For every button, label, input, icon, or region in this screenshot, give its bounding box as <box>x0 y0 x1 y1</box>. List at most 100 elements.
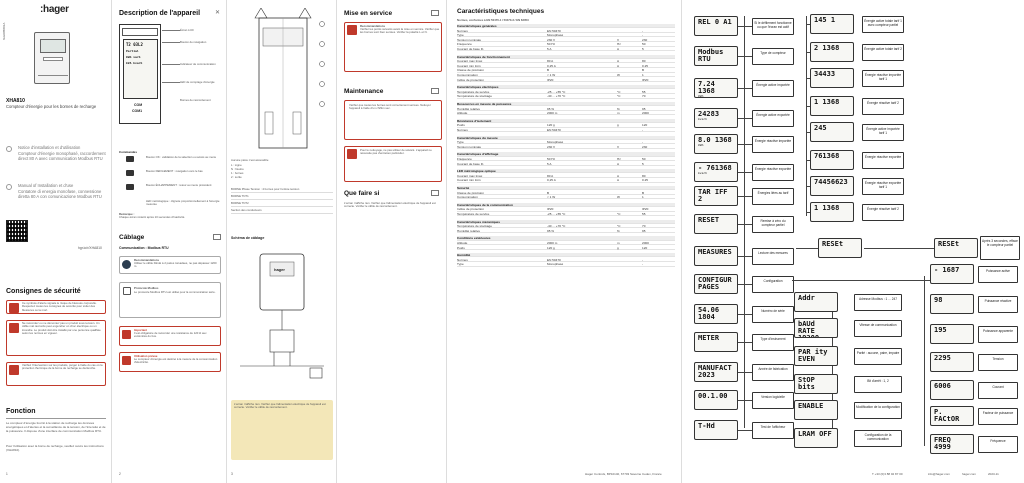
lcd-screen-tariff: 74456623 <box>810 176 854 196</box>
specs-section-header: Caractéristiques mécaniques <box>457 219 675 224</box>
nav-back-text: Bouton ÉCHAPPEMENT : retour au menu préc… <box>146 183 212 187</box>
specs-cell: Hz <box>617 42 621 47</box>
service-warn-box: Recommandations Vérifier les points suiv… <box>344 22 442 72</box>
terminal-row: BORNE TNT1 <box>231 193 333 200</box>
specs-cell: Classe de précision <box>457 190 484 195</box>
terminal-table: BORNE Phase Tension : 4 bornes pour l'en… <box>231 186 333 214</box>
specs-cell: 0.25 <box>642 63 649 68</box>
specs-cell: Tension nominale <box>457 144 482 149</box>
specs-cell: Normes <box>457 128 468 132</box>
lcd-screen-main: MANUFACT 2023 <box>694 362 738 382</box>
lcd-measure: 6006 <box>930 380 974 400</box>
legend-item-4: 2 : sortie <box>231 175 242 179</box>
important-box: Important Il est obligatoire de raccorde… <box>119 326 221 346</box>
specs-cell: 2000 <box>642 111 649 116</box>
lcd-screen-main: T-Hd <box>694 420 738 440</box>
function-link: Pour l'utilisation avec la borne de rech… <box>6 444 104 452</box>
lcd-config: StOP bits <box>794 374 838 394</box>
remark-label: Remarque : <box>119 212 135 216</box>
specs-section-header: Caractéristiques du mesure <box>457 135 675 140</box>
specs-cell: IP20 <box>547 207 554 212</box>
specs-cell: 55 <box>642 89 646 94</box>
qr-link[interactable]: hgr.io/r/XHA810 <box>78 246 102 250</box>
lcd-measure: 2295 <box>930 352 974 372</box>
specs-cell: 50 <box>642 157 646 161</box>
menu-label-main: Énergie active exportée <box>752 110 794 127</box>
specs-cell: V <box>617 37 620 42</box>
menu-label-tariff: Énergie active importée tarif 1 <box>862 124 904 141</box>
specs-cell: IP20 <box>642 77 649 82</box>
specs-section-header: Caractéristiques de fonctionnement <box>457 54 675 59</box>
specs-cell: B <box>642 68 645 73</box>
specs-cell: IP20 <box>642 207 649 212</box>
specs-cell: 1 <box>642 73 644 77</box>
protocol-icon <box>123 287 131 295</box>
nav-ok-text: Bouton OK : validation de la sélection o… <box>146 155 217 159</box>
specs-cell: - <box>642 128 644 132</box>
led-note: LED métrologique : clignote proportionne… <box>146 199 220 207</box>
lcd-screen-main: TAR IFF 2 <box>694 186 738 206</box>
menu-label-main: Remise à zéro du compteur partiel <box>752 216 794 233</box>
specs-cell: 1 <box>642 195 644 200</box>
device-side-drawing <box>254 8 325 149</box>
lcd-screen-main: Modbus RTU <box>694 46 738 66</box>
connector-line <box>738 172 752 173</box>
com-label: COM <box>134 103 143 107</box>
lcd-screen-main: 54.06 1804 <box>694 304 738 324</box>
lcd-line-4: kVA kvarh <box>126 61 143 65</box>
connector-line <box>924 276 925 446</box>
specs-cell: - <box>642 33 644 38</box>
lcd-measure: 98 <box>930 294 974 314</box>
menu-label-tariff: Énergie réactive tarif 2 <box>862 204 904 221</box>
specs-cell: A <box>617 161 620 166</box>
specs-cell: Normes <box>457 28 468 33</box>
specs-cell: A <box>617 63 620 68</box>
specs-cell: V <box>617 144 620 149</box>
menu-column: T +33 (0)3 88 02 87 00 info@hager.com ha… <box>682 0 1024 483</box>
cabling-title: Câblage <box>119 234 145 241</box>
specs-cell: °C <box>617 94 621 99</box>
specs-cell: A <box>617 47 620 51</box>
safety-title: Consignes de sécurité <box>6 288 81 295</box>
menu-label-main: Énergie réactive importée <box>752 136 794 153</box>
specs-cell: 5 <box>642 161 644 166</box>
lcd-screen-main: MEASURES <box>694 246 738 266</box>
specs-cell: B <box>547 68 550 73</box>
connector-line <box>738 284 752 285</box>
maintenance-box: Vérifier que toutes les bornes sont corr… <box>344 100 442 140</box>
connector-line <box>806 16 807 216</box>
specs-cell: Normes <box>457 257 468 262</box>
menu-label-measure: Puissance réactive <box>978 296 1018 313</box>
specs-cell: 230 V <box>547 37 556 42</box>
lcd-reset-done: RESEt <box>934 238 978 258</box>
lcd-screen-tariff: 245 <box>810 122 854 142</box>
specs-cell: 95 <box>642 106 646 111</box>
specs-cell: EN 50470 <box>547 257 561 262</box>
specs-cell: 95 % <box>547 228 555 233</box>
specs-cell: EN 50470 <box>547 128 561 132</box>
comm-title: Communication : Modbus RTU <box>119 246 169 250</box>
description-title: Description de l'appareil <box>119 10 201 17</box>
specs-cell: 120 <box>642 245 648 250</box>
specs-cell: A <box>617 59 620 64</box>
connector-line <box>806 186 810 187</box>
specs-cell: 230 <box>642 37 648 42</box>
lcd-screen-main: REL 0 A1 <box>694 16 738 36</box>
connector-line <box>738 314 752 315</box>
service-column: Mise en service Recommandations Vérifier… <box>337 0 447 483</box>
footer-site: hager.com <box>962 472 977 476</box>
specs-cell: W <box>617 195 620 200</box>
specs-cell: Poids <box>457 123 465 128</box>
diagram-column: Aucune pièce n'est accessible L : Ligne … <box>227 0 337 483</box>
menu-label-main: Type de compteur <box>752 48 794 65</box>
qr-code[interactable] <box>6 220 28 242</box>
specs-cell: 120 g <box>547 245 555 250</box>
lcd-measure: P. FACtOR <box>930 406 974 426</box>
product-code: XHA810 <box>6 98 25 104</box>
specs-cell: 230 V <box>547 144 556 149</box>
